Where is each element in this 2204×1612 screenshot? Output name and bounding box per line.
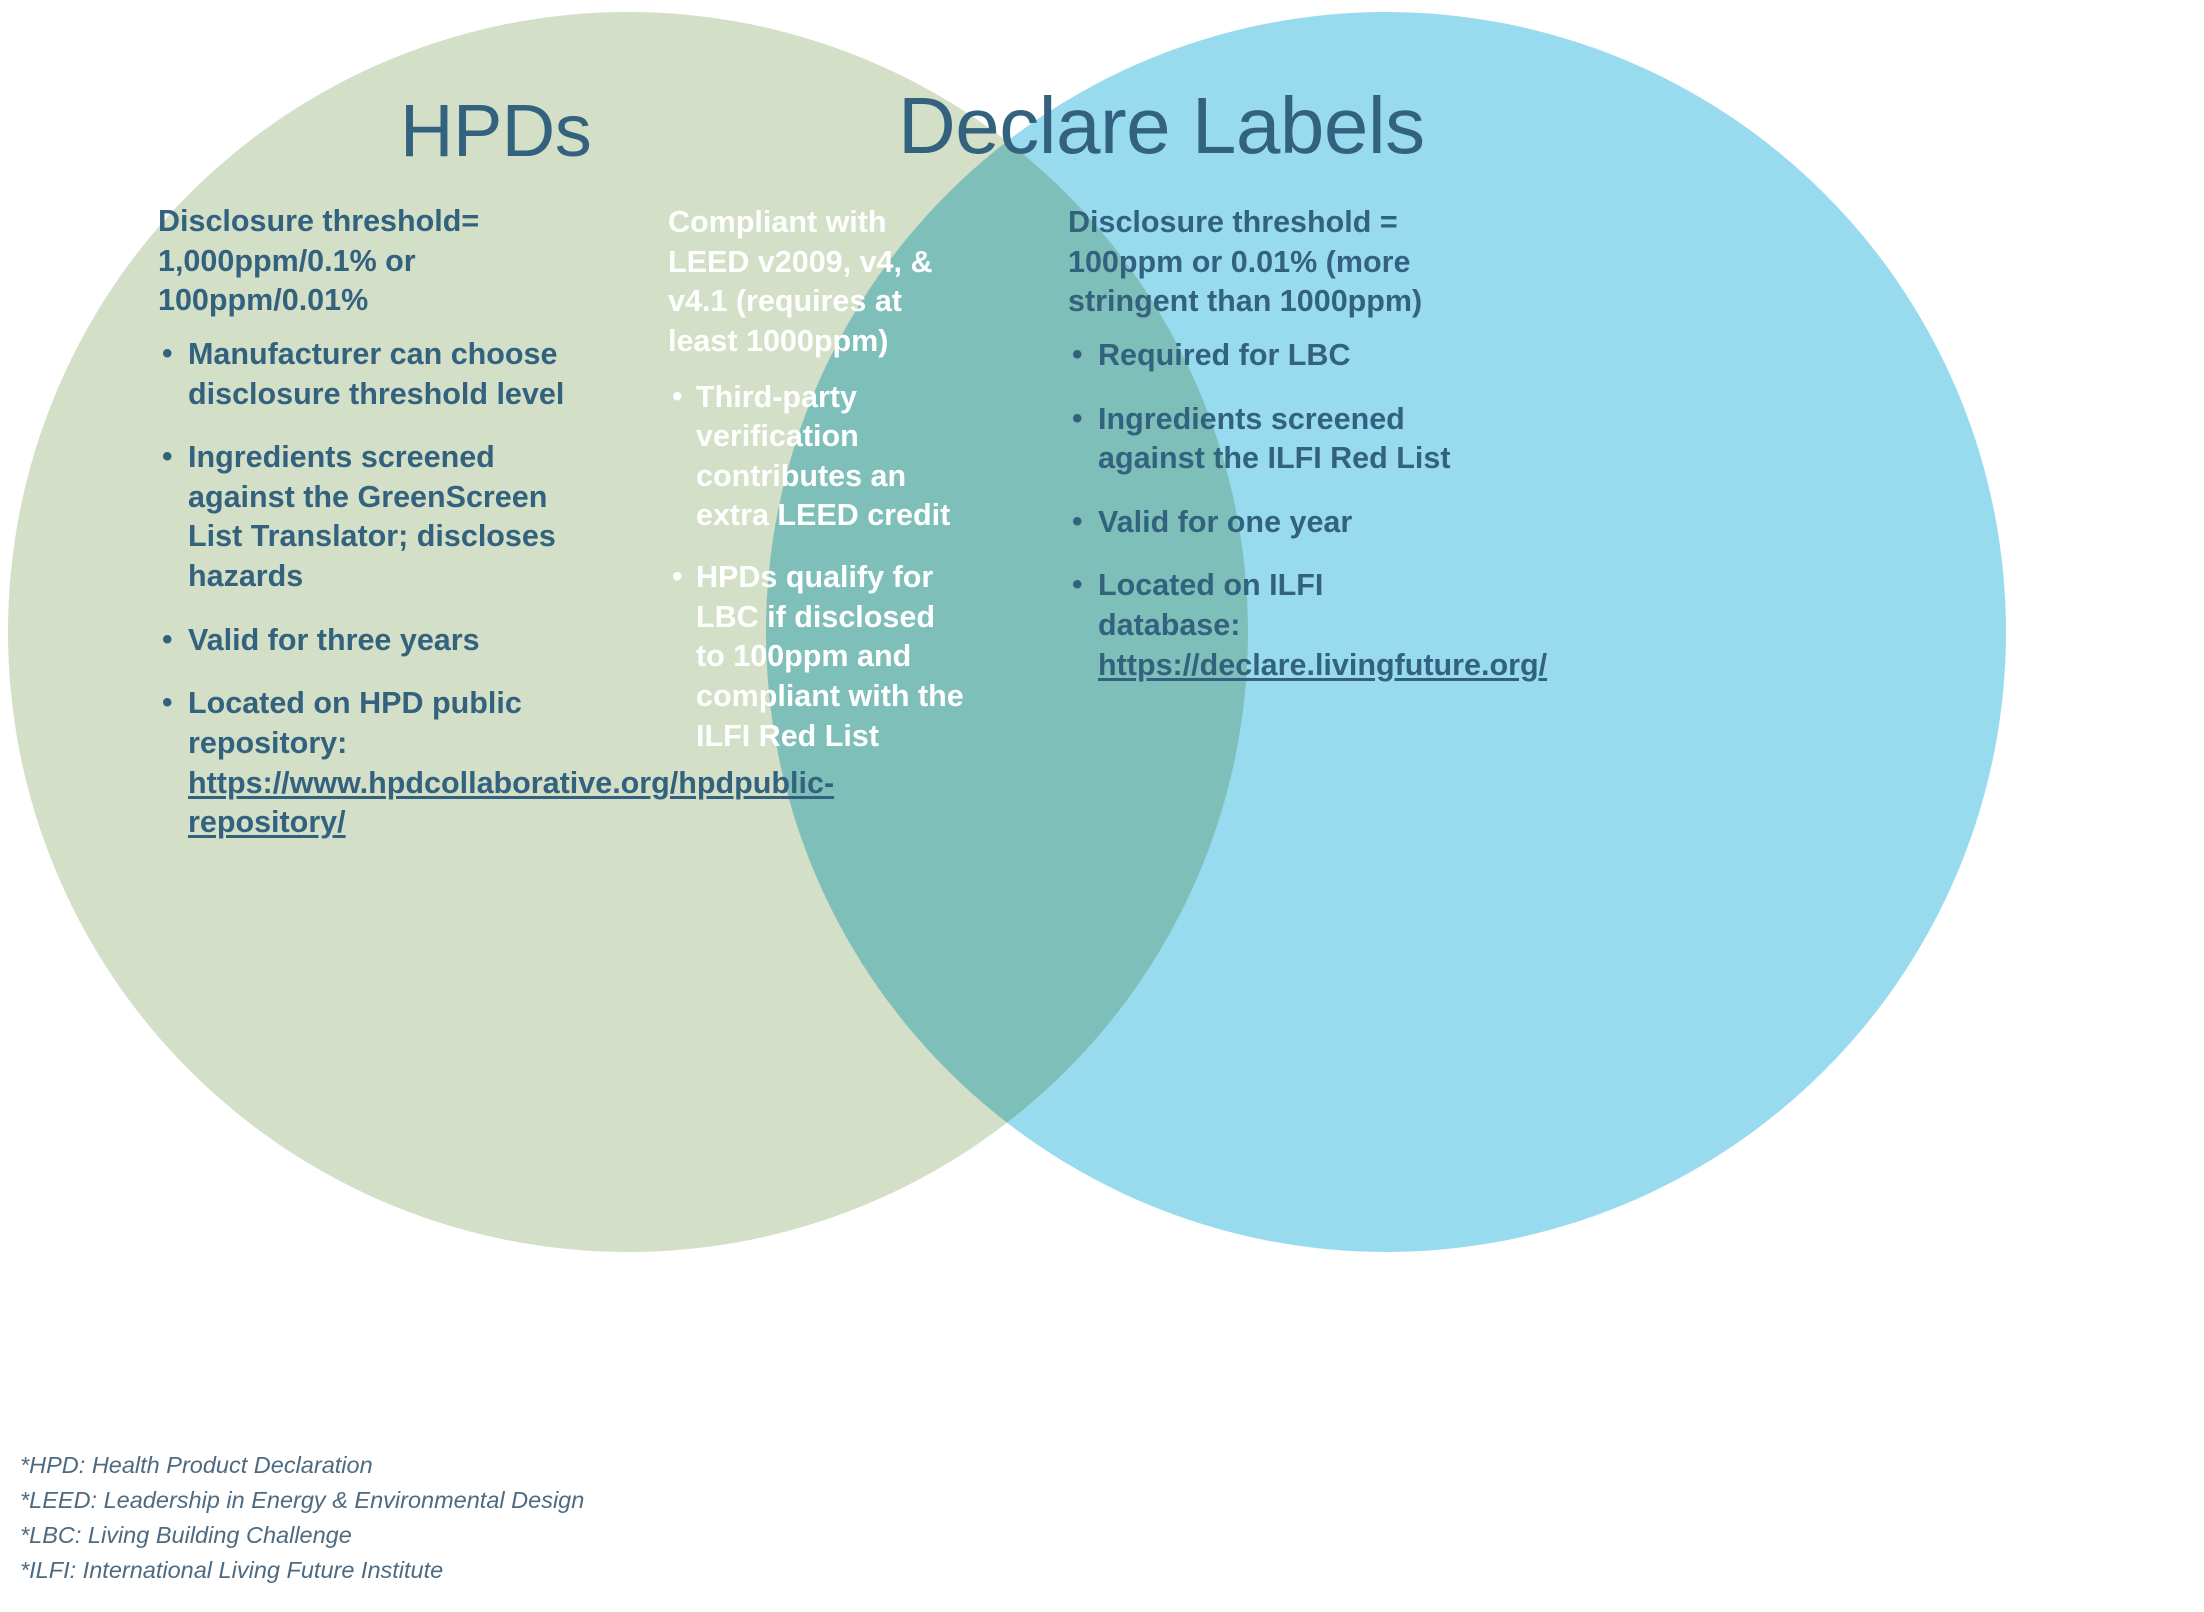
footnote-lbc: *LBC: Living Building Challenge bbox=[20, 1522, 352, 1548]
left-bullet-1-text: Ingredients screened against the GreenSc… bbox=[188, 440, 556, 594]
right-intro-text: Disclosure threshold = 100ppm or 0.01% (… bbox=[1068, 205, 1423, 319]
hpd-repository-link[interactable]: https://www.hpdcollaborative.org/hpdpubl… bbox=[188, 765, 835, 840]
overlap-content: Compliant with LEED v2009, v4, & v4.1 (r… bbox=[668, 203, 968, 778]
declare-database-link[interactable]: https://declare.livingfuture.org/ bbox=[1098, 647, 1548, 682]
list-item: Valid for one year bbox=[1068, 502, 1468, 543]
left-bullet-0-text: Manufacturer can choose disclosure thres… bbox=[188, 336, 565, 411]
list-item: Ingredients screened against the GreenSc… bbox=[158, 437, 608, 597]
left-bullet-list: Manufacturer can choose disclosure thres… bbox=[158, 334, 834, 843]
footnote-ilfi: *ILFI: International Living Future Insti… bbox=[20, 1557, 444, 1583]
left-bullet-3-prefix: Located on HPD public repository: bbox=[188, 686, 522, 761]
left-circle-content: Disclosure threshold= 1,000ppm/0.1% or 1… bbox=[158, 202, 834, 867]
list-item: Manufacturer can choose disclosure thres… bbox=[158, 334, 608, 414]
list-item: Required for LBC bbox=[1068, 335, 1468, 376]
right-bullet-0-text: Required for LBC bbox=[1098, 337, 1351, 372]
center-intro-text: Compliant with LEED v2009, v4, & v4.1 (r… bbox=[668, 205, 933, 358]
footnote-hpd: *HPD: Health Product Declaration bbox=[20, 1452, 373, 1478]
right-circle-content: Disclosure threshold = 100ppm or 0.01% (… bbox=[1068, 203, 1547, 709]
right-circle-title: Declare Labels bbox=[898, 81, 1425, 170]
footnotes: *HPD: Health Product Declaration *LEED: … bbox=[20, 1448, 584, 1588]
center-bullet-0-text: Third-party verification contributes an … bbox=[696, 379, 951, 533]
footnote-leed: *LEED: Leadership in Energy & Environmen… bbox=[20, 1487, 585, 1513]
list-item: Third-party verification contributes an … bbox=[668, 377, 968, 537]
left-circle-title: HPDs bbox=[400, 89, 592, 172]
right-bullet-1-text: Ingredients screened against the ILFI Re… bbox=[1098, 401, 1451, 476]
list-item: HPDs qualify for LBC if disclosed to 100… bbox=[668, 557, 968, 756]
left-bullet-2-text: Valid for three years bbox=[188, 622, 480, 657]
right-bullet-2-text: Valid for one year bbox=[1098, 504, 1353, 539]
right-bullet-3-prefix: Located on ILFI database: bbox=[1098, 568, 1324, 643]
list-item: Ingredients screened against the ILFI Re… bbox=[1068, 399, 1468, 479]
list-item: Located on ILFI database: https://declar… bbox=[1068, 565, 1547, 685]
list-item: Valid for three years bbox=[158, 620, 608, 661]
list-item: Located on HPD public repository: https:… bbox=[158, 683, 834, 843]
center-bullet-1-text: HPDs qualify for LBC if disclosed to 100… bbox=[696, 560, 964, 753]
right-bullet-list: Required for LBC Ingredients screened ag… bbox=[1068, 335, 1547, 685]
left-intro-text: Disclosure threshold= 1,000ppm/0.1% or 1… bbox=[158, 204, 480, 318]
center-bullet-list: Third-party verification contributes an … bbox=[668, 377, 968, 757]
